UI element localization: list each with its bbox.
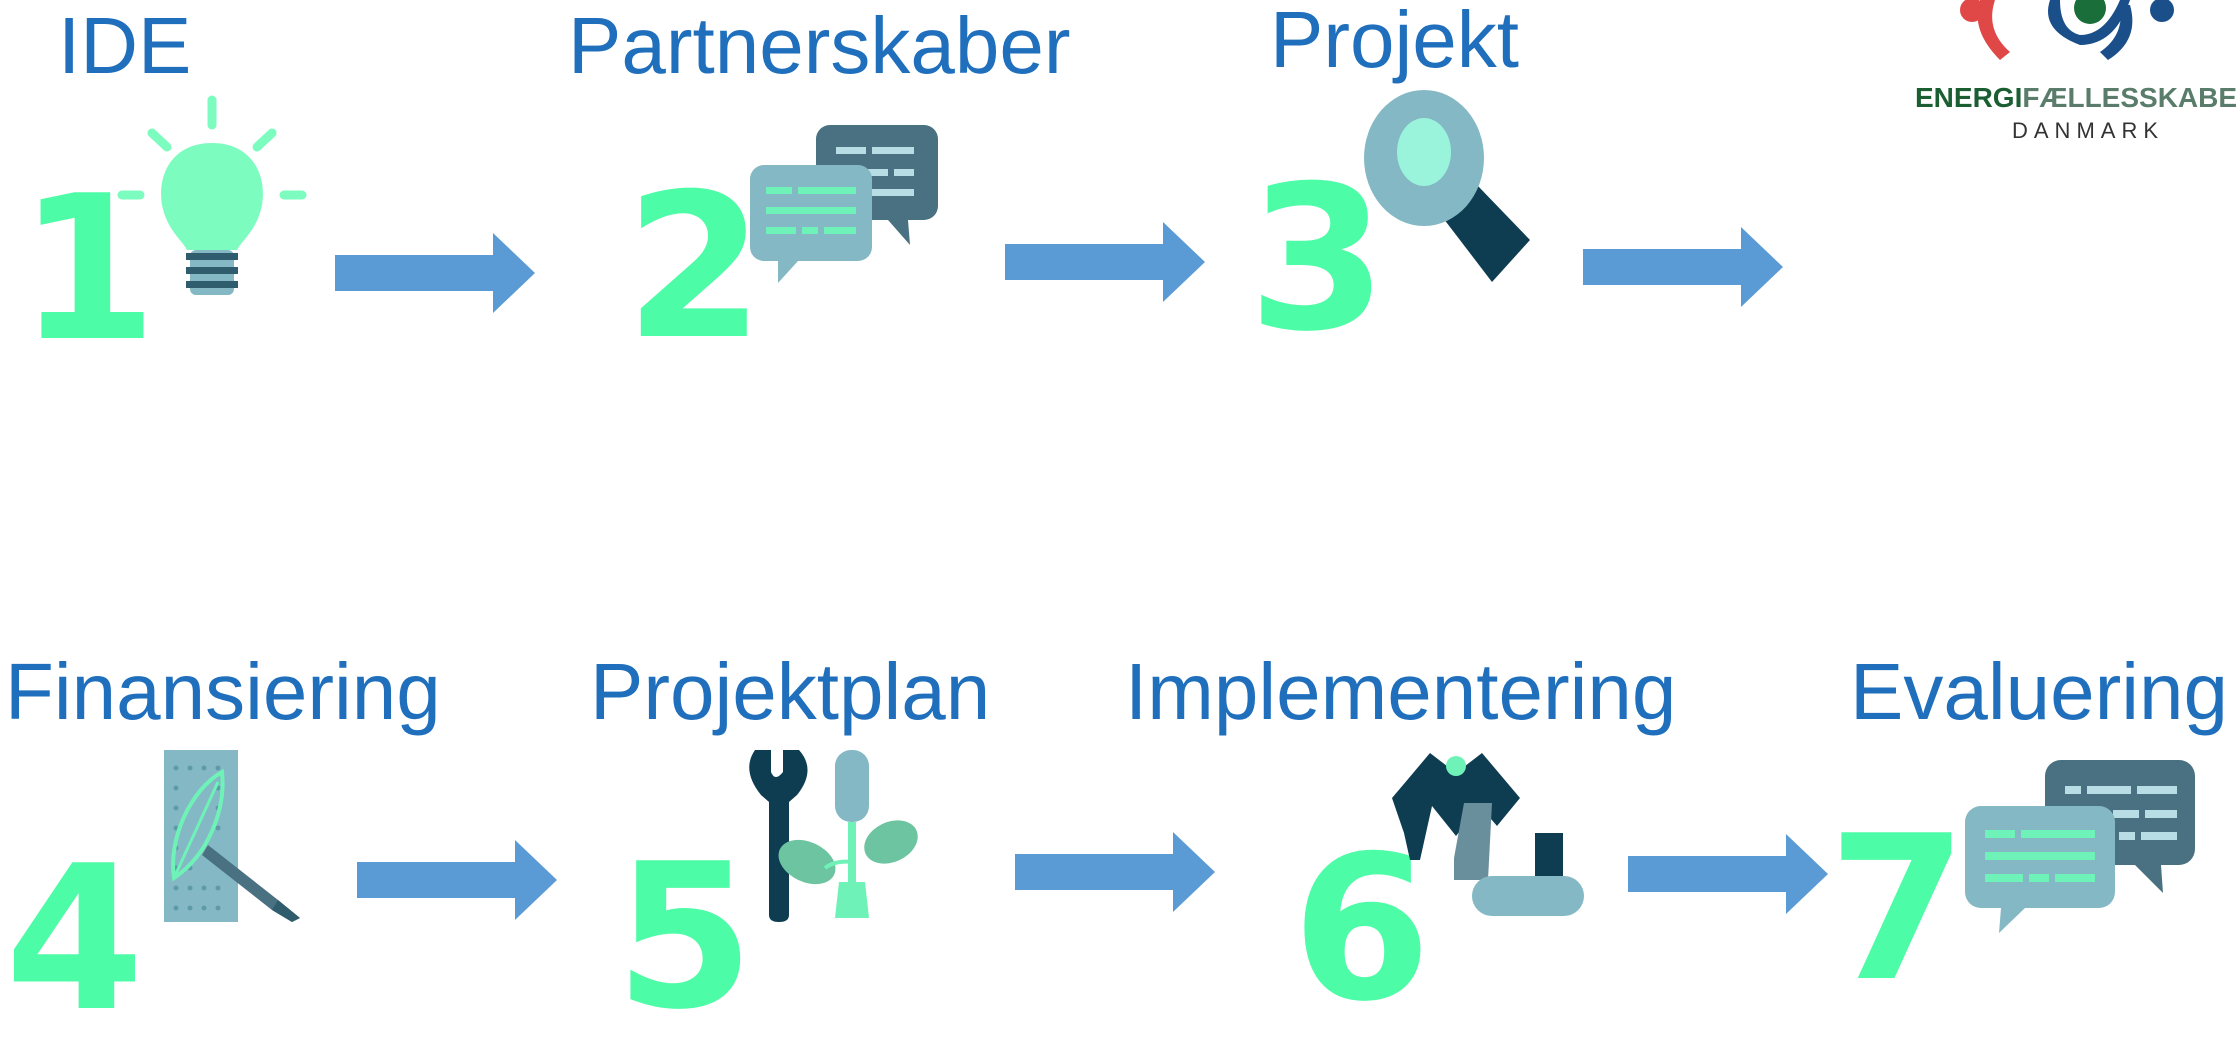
logo-subtitle: DANMARK (2012, 118, 2165, 143)
magnifier-icon (1364, 90, 1530, 282)
chat-bubbles-icon (1965, 760, 2195, 933)
stage-1-number: 1 (18, 153, 158, 386)
stage-3-title: Projekt (1270, 0, 1519, 84)
stage-4-number: 4 (5, 823, 145, 1056)
stage-5-title: Projektplan (590, 647, 991, 736)
stage-5-number: 5 (615, 821, 755, 1054)
chat-bubbles-icon (750, 125, 938, 283)
tools-plant-icon (749, 750, 918, 922)
stage-2-number: 2 (625, 151, 765, 384)
robot-arm-icon (1392, 753, 1584, 916)
arrow-right-icon (1015, 832, 1215, 912)
arrow-right-icon (357, 840, 557, 920)
logo-wordmark: ENERGIFÆLLESSKABE (1915, 82, 2237, 114)
energifaellesskaber-logo (1960, 0, 2174, 60)
stage-6-title: Implementering (1125, 647, 1677, 736)
stage-4-title: Finansiering (5, 647, 441, 736)
stage-7-number: 7 (1828, 793, 1968, 1026)
arrow-right-icon (1583, 227, 1783, 307)
logo-wordmark-part1: ENERGI (1915, 82, 2023, 113)
stage-3-number: 3 (1248, 143, 1388, 376)
arrow-right-icon (1005, 222, 1205, 302)
stage-2-title: Partnerskaber (568, 1, 1071, 90)
stage-6-number: 6 (1292, 813, 1432, 1046)
arrow-right-icon (1628, 834, 1828, 914)
arrow-right-icon (335, 233, 535, 313)
stage-1-title: IDE (58, 1, 192, 90)
lightbulb-icon (117, 95, 307, 295)
document-pen-icon (164, 750, 300, 922)
stage-7-title: Evaluering (1850, 647, 2229, 736)
logo-wordmark-part2: FÆLLESSKABE (2022, 82, 2238, 113)
